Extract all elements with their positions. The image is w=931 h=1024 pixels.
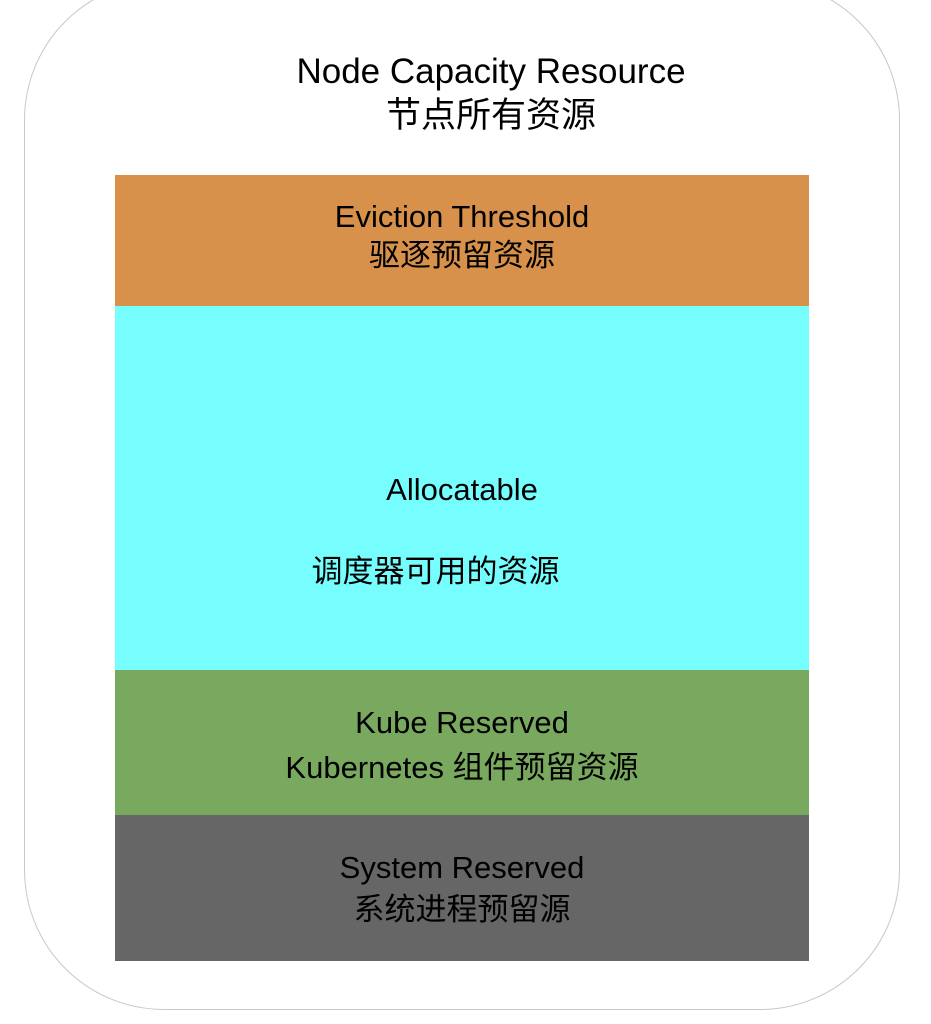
eviction-threshold-layer: Eviction Threshold 驱逐预留资源	[115, 175, 809, 306]
system-reserved-layer: System Reserved 系统进程预留源	[115, 815, 809, 961]
eviction-label-english: Eviction Threshold	[334, 199, 590, 234]
system-reserved-label-chinese: 系统进程预留源	[353, 892, 571, 927]
kube-reserved-label-english: Kube Reserved	[355, 705, 569, 740]
eviction-label-chinese: 驱逐预留资源	[369, 238, 555, 273]
kube-reserved-label-chinese: Kubernetes 组件预留资源	[285, 750, 639, 785]
kube-reserved-layer: Kube Reserved Kubernetes 组件预留资源	[115, 670, 809, 815]
allocatable-label-english: Allocatable	[386, 472, 538, 507]
node-capacity-title: Node Capacity Resource 节点所有资源	[0, 50, 931, 138]
title-chinese: 节点所有资源	[385, 96, 596, 135]
system-reserved-label-english: System Reserved	[339, 850, 585, 885]
allocatable-layer: Allocatable 调度器可用的资源	[115, 306, 809, 670]
allocatable-label-chinese: 调度器可用的资源	[311, 554, 560, 589]
title-english: Node Capacity Resource	[296, 52, 686, 91]
